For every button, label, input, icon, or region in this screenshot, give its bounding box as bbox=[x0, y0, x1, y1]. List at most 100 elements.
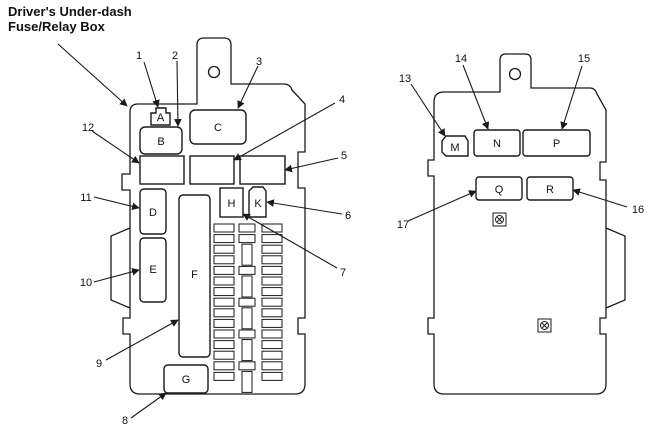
title-line-1: Driver's Under-dash bbox=[8, 4, 132, 19]
mini-fuse bbox=[213, 308, 235, 318]
leader-lines bbox=[57, 43, 628, 419]
relay-slot-12 bbox=[139, 155, 185, 185]
label-M: M bbox=[450, 142, 459, 154]
mini-fuse bbox=[213, 340, 235, 350]
leader-1 bbox=[143, 61, 160, 108]
label-R: R bbox=[546, 184, 554, 196]
mini-fuse bbox=[213, 361, 235, 371]
mini-fuse bbox=[261, 234, 283, 244]
leader-16 bbox=[572, 188, 628, 208]
leader-9 bbox=[105, 319, 179, 361]
callout-16: 16 bbox=[632, 204, 644, 216]
mini-fuse bbox=[261, 340, 283, 350]
callout-15: 15 bbox=[578, 53, 590, 65]
mini-fuse bbox=[261, 223, 283, 233]
callout-17: 17 bbox=[397, 219, 409, 231]
relay-N: N bbox=[473, 129, 521, 157]
label-G: G bbox=[182, 374, 191, 386]
leader-2 bbox=[174, 60, 182, 127]
mini-fuse bbox=[261, 287, 283, 297]
mini-fuse bbox=[261, 371, 283, 381]
callout-5: 5 bbox=[341, 150, 347, 162]
right-side-bracket bbox=[605, 227, 626, 309]
mini-fuse bbox=[238, 265, 256, 275]
relay-Q: Q bbox=[475, 176, 523, 201]
callout-1: 1 bbox=[136, 50, 142, 62]
mini-fuse bbox=[261, 361, 283, 371]
callout-8: 8 bbox=[122, 415, 128, 427]
relay-slot-5 bbox=[239, 155, 286, 185]
leader-8 bbox=[130, 392, 167, 419]
mini-fuse bbox=[213, 223, 235, 233]
mini-fuse bbox=[238, 329, 256, 339]
callout-2: 2 bbox=[172, 50, 178, 62]
title-leader bbox=[57, 43, 128, 107]
leader-17 bbox=[407, 190, 477, 222]
label-K: K bbox=[254, 198, 262, 210]
relay-K: K bbox=[248, 186, 267, 218]
label-B: B bbox=[157, 136, 164, 148]
mini-fuse bbox=[261, 244, 283, 254]
leader-6 bbox=[266, 199, 343, 215]
screw-bottom bbox=[537, 318, 552, 333]
mini-fuse-tall bbox=[241, 339, 253, 362]
diagram-title: Driver's Under-dash Fuse/Relay Box bbox=[8, 4, 132, 34]
relay-C: C bbox=[189, 109, 247, 145]
label-D: D bbox=[149, 207, 157, 219]
title-line-2: Fuse/Relay Box bbox=[8, 19, 105, 34]
relay-E: E bbox=[139, 237, 167, 303]
relay-G: G bbox=[163, 364, 209, 394]
mini-fuse-tall bbox=[241, 370, 253, 393]
label-A: A bbox=[157, 112, 165, 124]
relay-B: B bbox=[139, 126, 183, 155]
left-side-bracket bbox=[110, 227, 131, 309]
mini-fuse-tall bbox=[241, 307, 253, 330]
mini-fuse bbox=[213, 234, 235, 244]
mini-fuse bbox=[261, 265, 283, 275]
callout-10: 10 bbox=[80, 277, 92, 289]
callout-14: 14 bbox=[455, 53, 467, 65]
mini-fuse bbox=[261, 350, 283, 360]
callout-numbers: 1 2 3 4 5 6 7 8 9 10 11 12 13 14 15 16 1… bbox=[80, 50, 644, 427]
callout-11: 11 bbox=[80, 192, 91, 204]
mini-fuse bbox=[261, 308, 283, 318]
callout-7: 7 bbox=[340, 267, 346, 279]
mini-fuse bbox=[213, 371, 235, 381]
mini-fuse bbox=[213, 244, 235, 254]
right-box-outline bbox=[427, 53, 607, 395]
mini-fuse bbox=[261, 329, 283, 339]
mini-fuse bbox=[261, 276, 283, 286]
relay-M: M bbox=[441, 135, 469, 157]
callout-6: 6 bbox=[345, 210, 351, 222]
right-mount-hole bbox=[508, 67, 522, 81]
label-P: P bbox=[553, 138, 560, 150]
leader-4 bbox=[233, 102, 336, 161]
relay-D: D bbox=[139, 188, 167, 235]
callout-13: 13 bbox=[399, 73, 411, 85]
mini-fuse bbox=[238, 234, 256, 244]
label-C: C bbox=[214, 122, 222, 134]
left-mount-hole bbox=[207, 65, 221, 79]
label-F: F bbox=[191, 269, 198, 281]
mini-fuse bbox=[238, 223, 256, 233]
relay-H: H bbox=[219, 187, 244, 218]
mini-fuse bbox=[261, 318, 283, 328]
mini-fuse bbox=[213, 318, 235, 328]
callout-9: 9 bbox=[96, 358, 102, 370]
mini-fuse-array bbox=[213, 223, 283, 393]
screw-top bbox=[492, 212, 507, 227]
leader-7 bbox=[242, 213, 338, 269]
mini-fuse bbox=[238, 361, 256, 371]
leader-12 bbox=[91, 130, 140, 164]
mini-fuse bbox=[213, 350, 235, 360]
leader-10 bbox=[93, 268, 140, 283]
mini-fuse bbox=[213, 276, 235, 286]
mini-fuse bbox=[213, 287, 235, 297]
label-N: N bbox=[493, 138, 501, 150]
right-fuse-box bbox=[427, 53, 626, 395]
leader-5 bbox=[284, 157, 339, 173]
leader-15 bbox=[560, 65, 583, 130]
mini-fuse bbox=[213, 265, 235, 275]
relay-A: A bbox=[150, 107, 171, 126]
mini-fuse bbox=[213, 329, 235, 339]
